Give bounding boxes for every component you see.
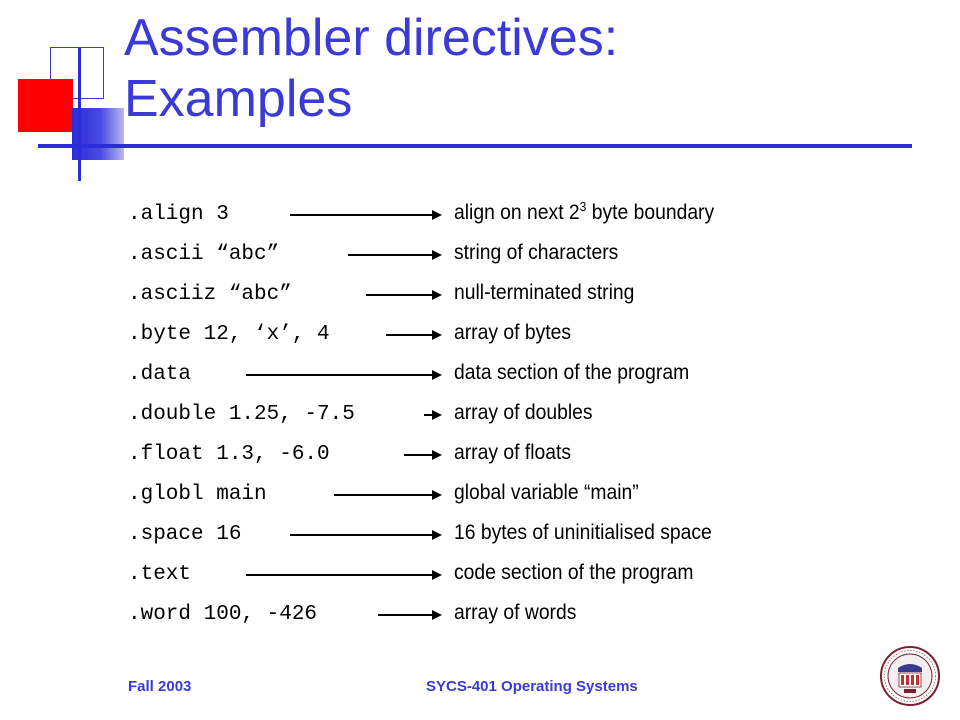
directive-description: array of bytes xyxy=(454,321,572,344)
arrow-icon xyxy=(246,570,442,580)
directive-code: .float 1.3, -6.0 xyxy=(128,443,330,466)
directive-row: .data data section of the program xyxy=(0,361,960,401)
slide-title: Assembler directives: Examples xyxy=(124,8,618,130)
arrow-icon xyxy=(246,370,442,380)
directive-row: .asciiz “abc” null-terminated string xyxy=(0,281,960,321)
title-line-1: Assembler directives: xyxy=(124,9,619,67)
directive-row: .globl main global variable “main” xyxy=(0,481,960,521)
title-line-2: Examples xyxy=(124,70,353,128)
logo-red-square xyxy=(18,79,73,132)
arrow-icon xyxy=(386,330,442,340)
directive-row: .double 1.25, -7.5 array of doubles xyxy=(0,401,960,441)
directive-description: align on next 23 byte boundary xyxy=(454,199,715,224)
directive-description: data section of the program xyxy=(454,361,690,384)
directive-code: .ascii “abc” xyxy=(128,243,280,266)
title-underline xyxy=(38,144,912,148)
footer-course: SYCS-401 Operating Systems xyxy=(426,678,638,695)
directive-description: string of characters xyxy=(454,241,619,264)
arrow-icon xyxy=(348,250,442,260)
directive-code: .data xyxy=(128,363,192,386)
directive-description: code section of the program xyxy=(454,561,694,584)
directive-row: .ascii “abc” string of characters xyxy=(0,241,960,281)
directive-row: .align 3 align on next 23 byte boundary xyxy=(0,199,960,241)
directive-description: array of words xyxy=(454,601,577,624)
directive-description: array of doubles xyxy=(454,401,593,424)
directive-code: .text xyxy=(128,563,192,586)
directive-row: .text code section of the program xyxy=(0,561,960,601)
directive-code: .align 3 xyxy=(128,203,229,226)
directive-description: 16 bytes of uninitialised space xyxy=(454,521,712,544)
arrow-icon xyxy=(404,450,442,460)
directive-description: array of floats xyxy=(454,441,572,464)
directive-row: .space 16 16 bytes of uninitialised spac… xyxy=(0,521,960,561)
arrow-icon xyxy=(366,290,442,300)
arrow-icon xyxy=(424,410,442,420)
directive-code: .double 1.25, -7.5 xyxy=(128,403,355,426)
directive-code: .globl main xyxy=(128,483,267,506)
university-seal-icon xyxy=(880,646,940,706)
logo-vertical-line xyxy=(78,47,81,181)
directive-row: .byte 12, ‘x’, 4 array of bytes xyxy=(0,321,960,361)
arrow-icon xyxy=(290,210,442,220)
directive-description: null-terminated string xyxy=(454,281,635,304)
directive-description: global variable “main” xyxy=(454,481,639,504)
arrow-icon xyxy=(378,610,442,620)
footer-date: Fall 2003 xyxy=(128,678,192,695)
directive-code: .word 100, -426 xyxy=(128,603,318,626)
arrow-icon xyxy=(290,530,442,540)
directive-row: .word 100, -426 array of words xyxy=(0,601,960,641)
directive-row: .float 1.3, -6.0 array of floats xyxy=(0,441,960,481)
directive-code: .asciiz “abc” xyxy=(128,283,292,306)
directive-code: .byte 12, ‘x’, 4 xyxy=(128,323,330,346)
arrow-icon xyxy=(334,490,442,500)
directive-code: .space 16 xyxy=(128,523,242,546)
